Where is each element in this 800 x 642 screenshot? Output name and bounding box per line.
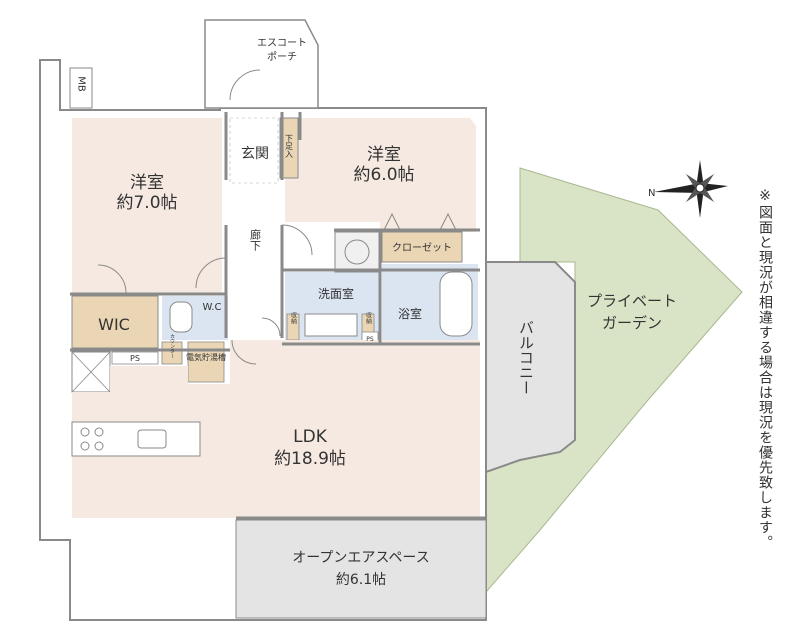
stove-burner-4 [94, 441, 104, 451]
disclaimer-note: ※図面と現況が相違する場合は現況を優先致します。 [757, 188, 773, 550]
western-room-2-floor [285, 118, 476, 232]
ps-1-label: PS [130, 354, 140, 363]
stove-burner-1 [80, 427, 90, 437]
wic-label: WIC [98, 315, 130, 334]
ldk-floor [72, 340, 480, 518]
mb-label: MB [76, 76, 87, 92]
wc-label: W.C [203, 302, 222, 313]
door-swings [97, 69, 457, 365]
private-garden-label-line2: ガーデン [602, 314, 662, 332]
escort-porch-outline [204, 19, 319, 109]
closet-box [381, 231, 463, 263]
balcony-area [485, 261, 576, 474]
water-heater-label: 電気貯湯槽 [186, 352, 226, 362]
wic-box [71, 295, 159, 349]
counter-label: カウンター [169, 334, 175, 359]
compass-north-label: N [648, 188, 655, 199]
western-room-1-size: 約7.0帖 [116, 193, 177, 213]
western-room-2-size: 約6.0帖 [353, 165, 414, 185]
ldk-size: 約18.9帖 [274, 449, 346, 469]
mb-box [69, 67, 93, 109]
washer-space [334, 231, 380, 273]
kitchen-sink [137, 429, 167, 449]
compass-rose [654, 160, 728, 218]
interior-walls [70, 112, 486, 520]
balcony-label: バルコニー [517, 320, 535, 395]
western-room-1-name: 洋室 [130, 173, 164, 193]
open-air-space-floor [235, 519, 487, 619]
storage-b-label: 収納 [365, 312, 372, 325]
escort-porch-label-line1: エスコート [257, 38, 307, 49]
void-cross-b [71, 351, 111, 393]
escort-porch-label-line2: ポーチ [267, 51, 297, 63]
open-air-space-size: 約6.1帖 [336, 572, 386, 588]
corridor-floor [230, 185, 280, 335]
stove-burner-3 [80, 441, 90, 451]
toilet [169, 301, 193, 333]
western-room-1-floor [72, 118, 222, 293]
washbasin [304, 313, 358, 337]
corridor-label: 廊下 [249, 228, 262, 252]
entrance-label: 玄関 [241, 145, 269, 162]
stove-burner-2 [94, 427, 104, 437]
washroom-label: 洗面室 [318, 286, 354, 301]
entrance-floor [230, 118, 278, 183]
shoe-storage-box [279, 117, 299, 179]
ps-1-box [111, 351, 159, 365]
water-heater-box [187, 341, 225, 383]
closet-label: クローゼット [392, 242, 452, 254]
open-air-space-name: オープンエアスペース [292, 550, 429, 566]
bathroom-label: 浴室 [398, 306, 422, 321]
western-room-2-name: 洋室 [367, 145, 401, 165]
entrance-tiles [229, 117, 279, 184]
kitchen-counter [71, 421, 201, 457]
counter-box [161, 341, 183, 365]
shoe-storage-label: 下足入 [285, 134, 294, 158]
washer-drum [344, 239, 370, 265]
bathtub [439, 271, 473, 337]
private-garden-label-line1: プライベート [587, 292, 677, 310]
ps-2-label: PS [366, 336, 374, 343]
ldk-name: LDK [293, 427, 328, 447]
storage-a-label: 収納 [290, 312, 297, 325]
